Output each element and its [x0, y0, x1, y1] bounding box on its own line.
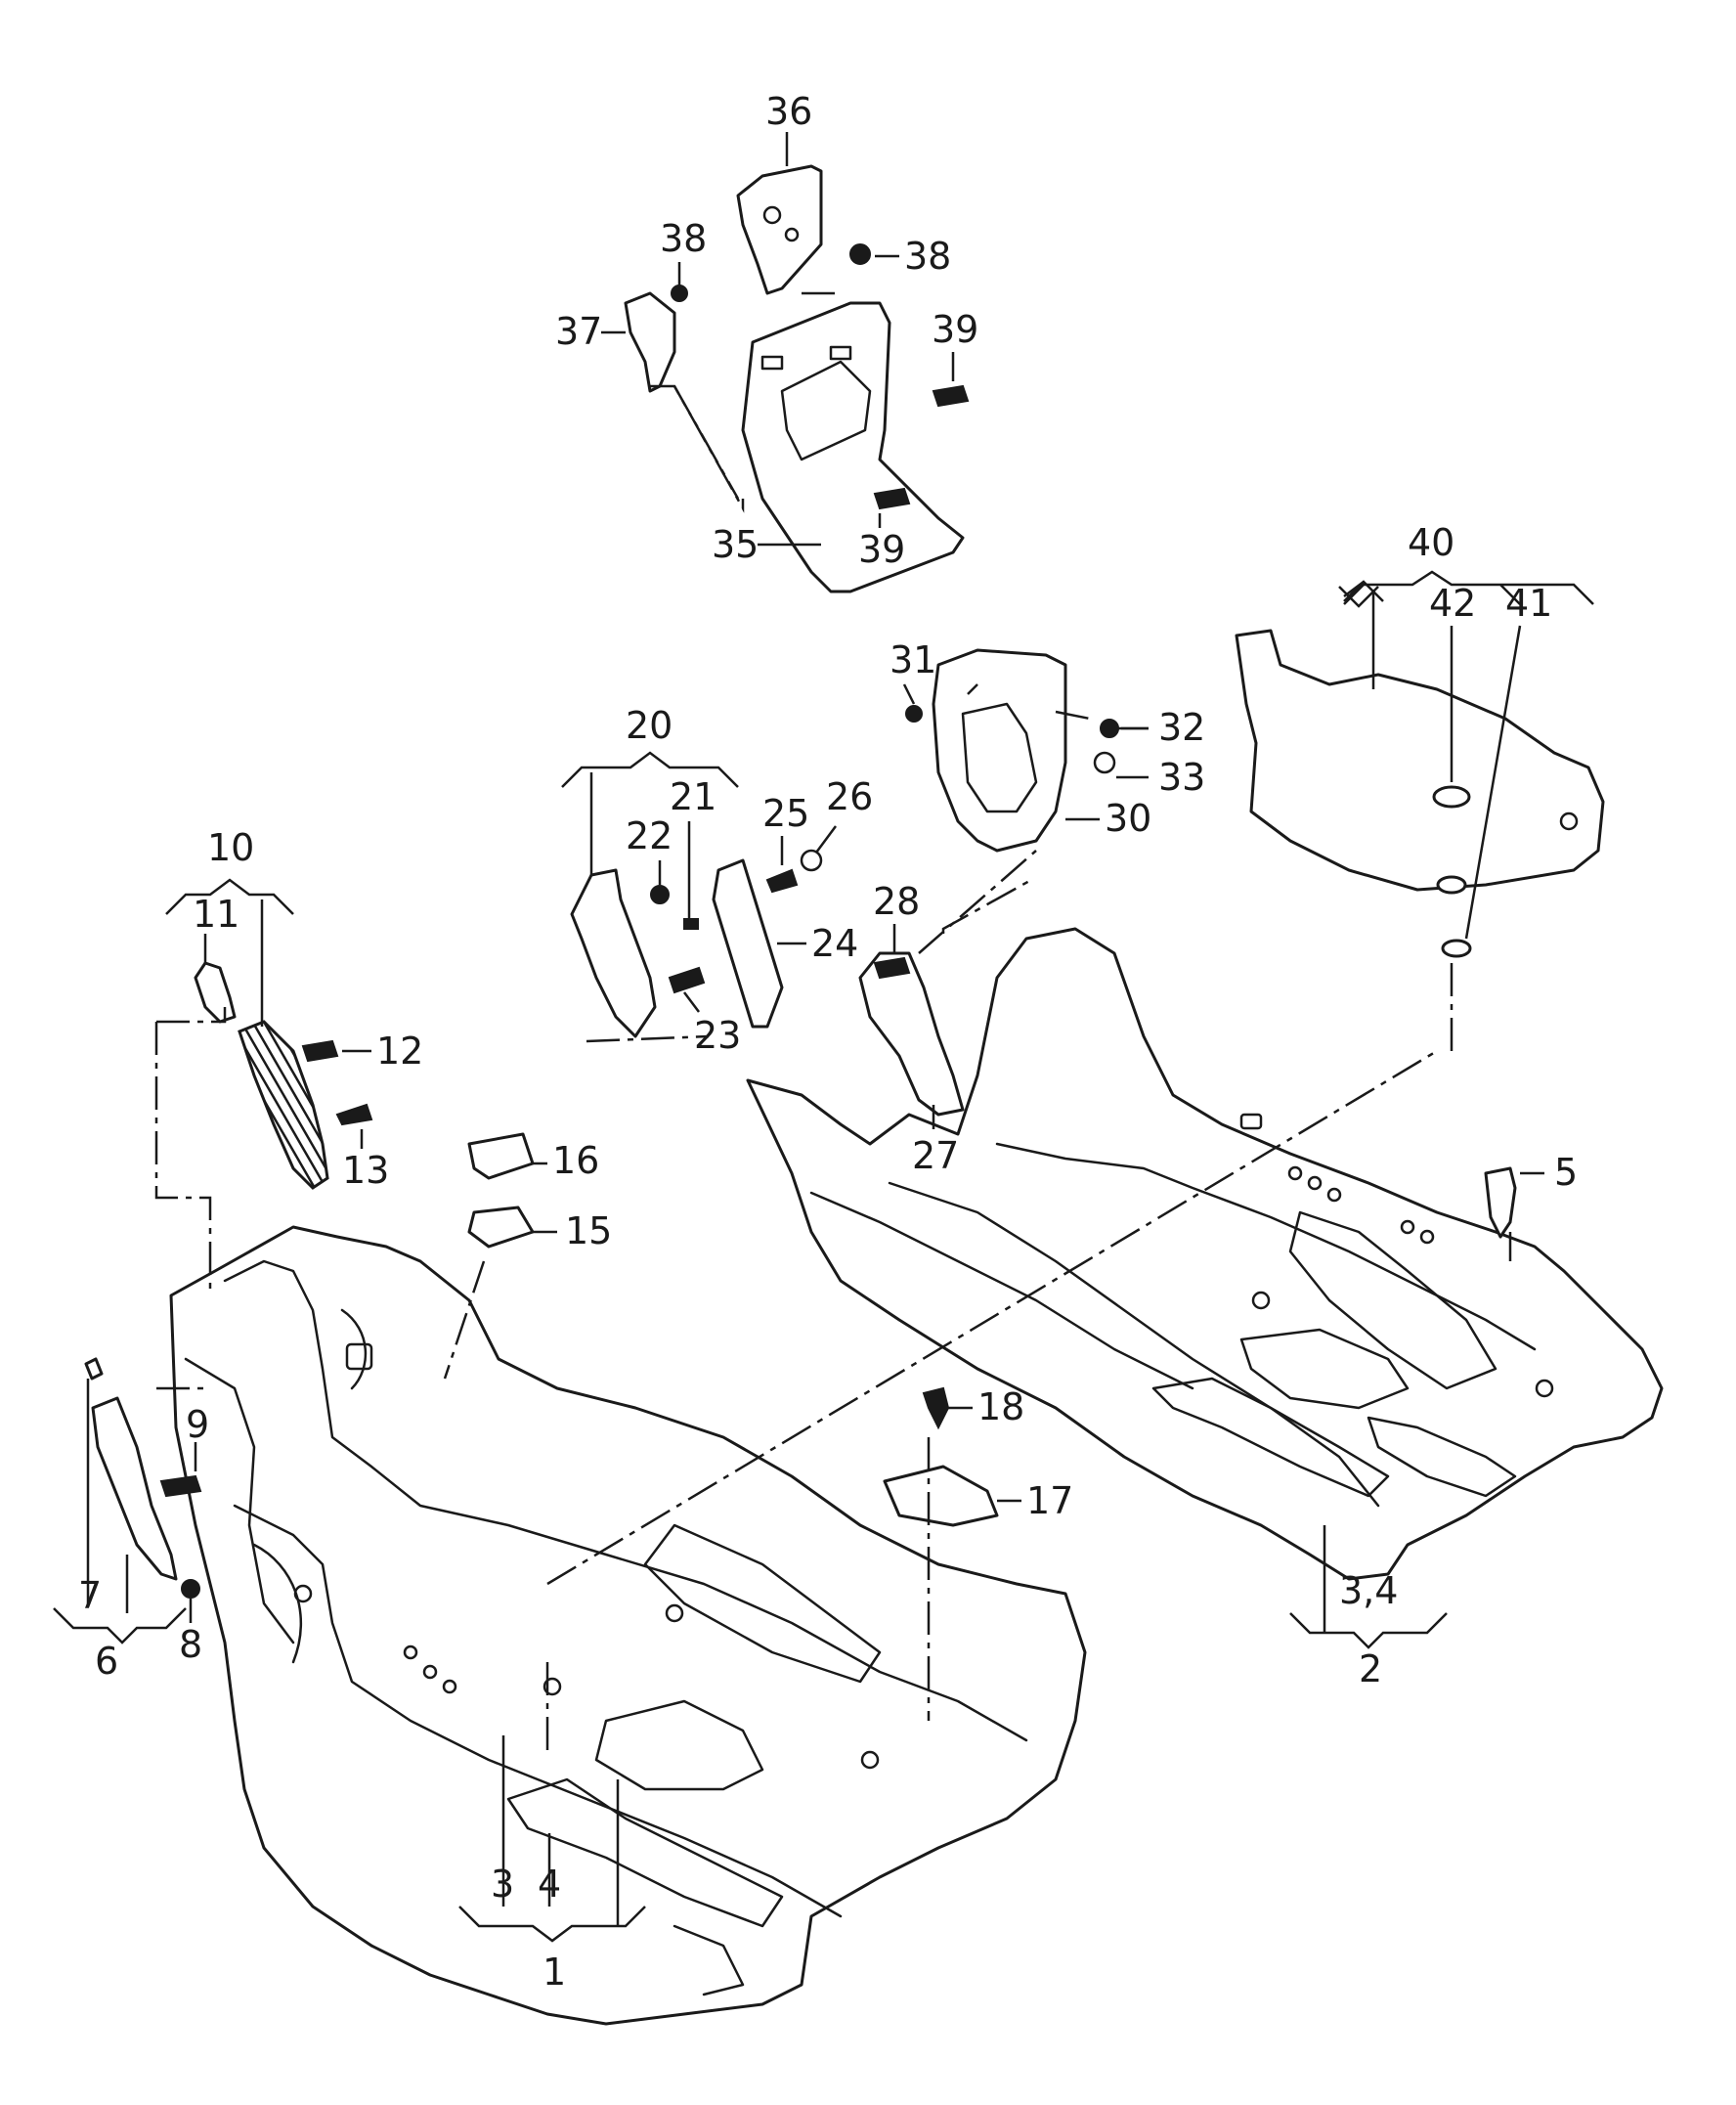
callout-33: 33 — [1158, 756, 1205, 799]
callout-41: 41 — [1505, 582, 1552, 625]
callout-30: 30 — [1105, 797, 1151, 840]
callout-9: 9 — [186, 1403, 209, 1446]
fasteners-38-39 — [671, 243, 970, 510]
callout-6: 6 — [95, 1640, 118, 1683]
callout-22: 22 — [626, 814, 673, 857]
callout-1: 1 — [542, 1951, 566, 1994]
callout-13: 13 — [342, 1149, 389, 1192]
insulation-40 — [1235, 629, 1605, 958]
callout-8: 8 — [179, 1623, 202, 1666]
bracket-36 — [736, 164, 823, 295]
front-floor-carpet — [169, 1225, 1087, 2026]
bracket-37 — [624, 291, 676, 393]
callout-27: 27 — [912, 1134, 959, 1177]
leader-lines — [53, 132, 1594, 1943]
rear-floor-carpet — [746, 927, 1664, 1581]
callout-25: 25 — [762, 792, 809, 835]
bracket-27 — [858, 951, 965, 1117]
callout-11: 11 — [193, 893, 239, 936]
callout-40: 40 — [1408, 521, 1454, 564]
callout-38-right: 38 — [904, 235, 951, 278]
callout-5: 5 — [1554, 1151, 1578, 1194]
callout-26: 26 — [826, 775, 873, 818]
callout-32: 32 — [1158, 706, 1205, 749]
callout-2: 2 — [1359, 1647, 1382, 1690]
clips-15-18 — [467, 1132, 1517, 1527]
callout-12: 12 — [376, 1030, 423, 1073]
callout-18: 18 — [977, 1385, 1024, 1428]
callout-4: 4 — [538, 1863, 561, 1906]
callout-42: 42 — [1429, 582, 1476, 625]
bracket-6 — [84, 1357, 202, 1599]
callout-16: 16 — [552, 1139, 599, 1182]
callout-37: 37 — [555, 310, 602, 353]
callout-38-left: 38 — [660, 217, 707, 260]
callout-28: 28 — [873, 880, 920, 923]
callout-24: 24 — [811, 922, 858, 965]
callout-7: 7 — [78, 1574, 102, 1617]
callout-17: 17 — [1026, 1479, 1073, 1522]
callout-31: 31 — [890, 638, 936, 681]
callout-20: 20 — [626, 704, 673, 747]
callout-39-lower: 39 — [858, 528, 905, 571]
callout-23: 23 — [694, 1014, 741, 1057]
heat-shield-35 — [741, 301, 965, 593]
heat-shield-30 — [905, 648, 1119, 853]
callout-labels: 1 2 3 4 3,4 5 6 7 8 9 10 11 12 13 15 16 … — [78, 90, 1578, 1994]
callout-15: 15 — [565, 1209, 612, 1252]
callout-10: 10 — [207, 826, 254, 869]
callout-36: 36 — [765, 90, 812, 133]
callout-21: 21 — [670, 775, 716, 818]
callout-39-top: 39 — [932, 308, 978, 351]
brackets-20-24 — [570, 849, 823, 1038]
callout-3: 3 — [491, 1863, 514, 1906]
callout-35: 35 — [712, 523, 759, 566]
callout-3-4: 3,4 — [1339, 1569, 1398, 1612]
